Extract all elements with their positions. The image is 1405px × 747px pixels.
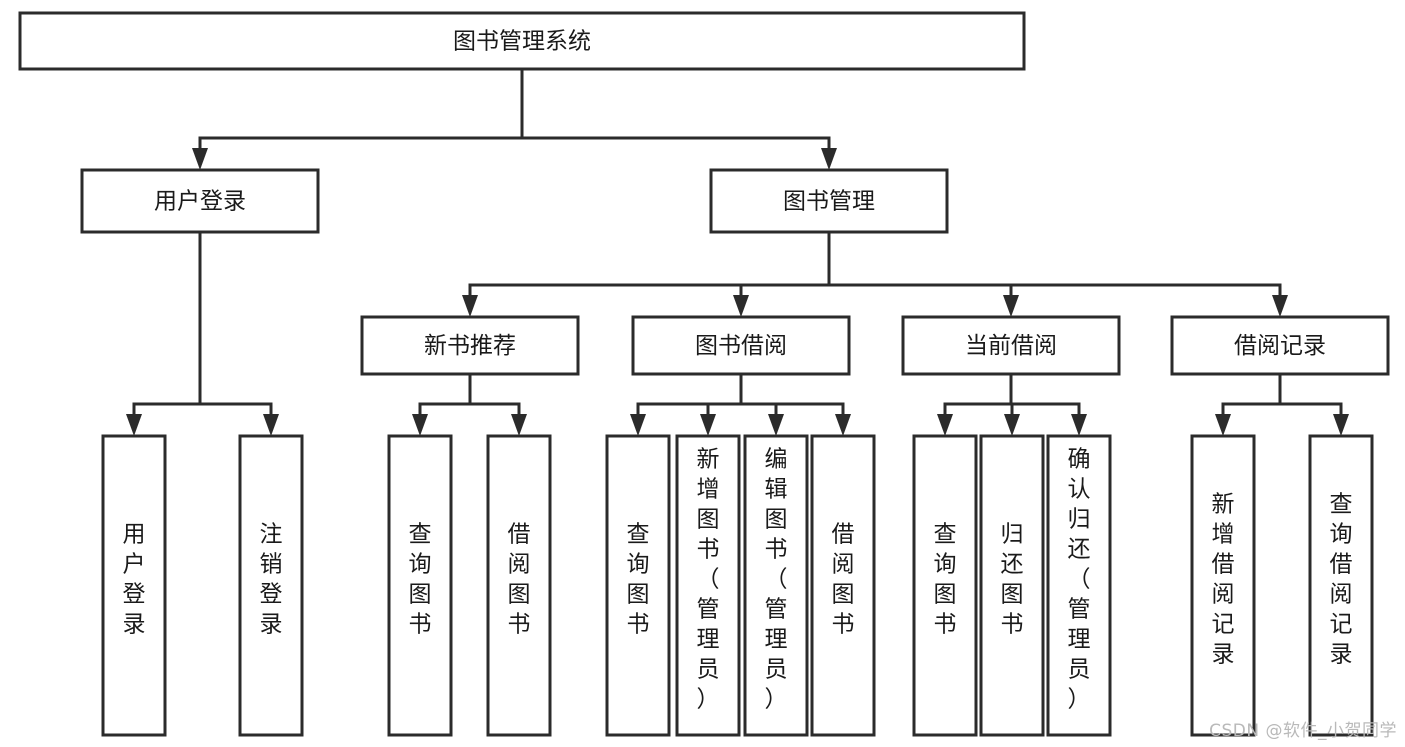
node-label-recommend-borrow-book: 借阅图书 xyxy=(508,522,531,638)
arrow-head-icon xyxy=(192,148,208,170)
node-label-current-confirm-return: 确认归还（管理员） xyxy=(1068,447,1091,713)
node-label-user-login-leaf: 用户登录 xyxy=(123,522,146,638)
node-box-recommend-borrow-book xyxy=(486,434,552,737)
arrow-head-icon xyxy=(700,414,716,436)
node-label-current-query-book: 查询图书 xyxy=(934,522,957,638)
node-box-recommend-query-book xyxy=(387,434,453,737)
node-user-login-leaf[interactable]: 用户登录 xyxy=(101,434,167,737)
node-box-current-borrow xyxy=(901,315,1121,376)
arrow-head-icon xyxy=(768,414,784,436)
node-recommend-borrow-book[interactable]: 借阅图书 xyxy=(486,434,552,737)
arrow-head-icon xyxy=(462,295,478,317)
node-box-borrow-records xyxy=(1170,315,1390,376)
node-label-book-management: 图书管理 xyxy=(783,189,875,215)
node-current-query-book[interactable]: 查询图书 xyxy=(912,434,978,737)
node-current-return-book[interactable]: 归还图书 xyxy=(979,434,1045,737)
arrow-head-icon xyxy=(511,414,527,436)
arrow-head-icon xyxy=(1003,295,1019,317)
node-record-query[interactable]: 查询借阅记录 xyxy=(1308,434,1374,737)
node-box-record-query xyxy=(1308,434,1374,737)
node-box-record-add xyxy=(1190,434,1256,737)
node-label-user-login: 用户登录 xyxy=(154,189,246,215)
node-box-user-logout-leaf xyxy=(238,434,304,737)
node-label-root: 图书管理系统 xyxy=(453,29,591,55)
node-current-confirm-return[interactable]: 确认归还（管理员） xyxy=(1046,434,1112,737)
node-borrow-query-book[interactable]: 查询图书 xyxy=(605,434,671,737)
arrow-head-icon xyxy=(821,148,837,170)
node-box-user-login-leaf xyxy=(101,434,167,737)
node-root[interactable]: 图书管理系统 xyxy=(18,11,1026,71)
node-box-borrow-borrow-book xyxy=(810,434,876,737)
arrow-head-icon xyxy=(835,414,851,436)
node-label-borrow-records: 借阅记录 xyxy=(1234,333,1326,359)
arrow-head-icon xyxy=(937,414,953,436)
node-label-new-book-recommend: 新书推荐 xyxy=(424,333,516,359)
node-box-borrow-query-book xyxy=(605,434,671,737)
node-box-book-management xyxy=(709,168,949,234)
arrow-head-icon xyxy=(630,414,646,436)
node-borrow-borrow-book[interactable]: 借阅图书 xyxy=(810,434,876,737)
arrow-head-icon xyxy=(126,414,142,436)
arrow-head-icon xyxy=(412,414,428,436)
node-label-current-return-book: 归还图书 xyxy=(1001,522,1024,638)
node-label-borrow-add-book: 新增图书（管理员） xyxy=(697,447,720,713)
node-label-record-add: 新增借阅记录 xyxy=(1212,492,1235,668)
node-box-current-query-book xyxy=(912,434,978,737)
node-label-record-query: 查询借阅记录 xyxy=(1330,492,1353,668)
node-label-recommend-query-book: 查询图书 xyxy=(409,522,432,638)
node-book-borrow[interactable]: 图书借阅 xyxy=(631,315,851,376)
node-borrow-records[interactable]: 借阅记录 xyxy=(1170,315,1390,376)
node-box-borrow-add-book xyxy=(675,434,741,737)
node-current-borrow[interactable]: 当前借阅 xyxy=(901,315,1121,376)
node-label-current-borrow: 当前借阅 xyxy=(965,333,1057,359)
node-new-book-recommend[interactable]: 新书推荐 xyxy=(360,315,580,376)
watermark-label: CSDN @软件_小贺同学 xyxy=(1209,721,1397,741)
node-recommend-query-book[interactable]: 查询图书 xyxy=(387,434,453,737)
node-book-management[interactable]: 图书管理 xyxy=(709,168,949,234)
node-user-login[interactable]: 用户登录 xyxy=(80,168,320,234)
node-borrow-edit-book[interactable]: 编辑图书（管理员） xyxy=(743,434,809,737)
node-user-logout-leaf[interactable]: 注销登录 xyxy=(238,434,304,737)
arrow-head-icon xyxy=(733,295,749,317)
node-label-user-logout-leaf: 注销登录 xyxy=(260,522,283,638)
arrow-head-icon xyxy=(1215,414,1231,436)
arrow-head-icon xyxy=(1272,295,1288,317)
node-label-borrow-edit-book: 编辑图书（管理员） xyxy=(765,447,788,713)
node-box-new-book-recommend xyxy=(360,315,580,376)
node-box-current-return-book xyxy=(979,434,1045,737)
node-label-borrow-query-book: 查询图书 xyxy=(627,522,650,638)
arrow-head-icon xyxy=(1071,414,1087,436)
node-label-borrow-borrow-book: 借阅图书 xyxy=(832,522,855,638)
node-borrow-add-book[interactable]: 新增图书（管理员） xyxy=(675,434,741,737)
node-label-book-borrow: 图书借阅 xyxy=(695,333,787,359)
arrow-head-icon xyxy=(1333,414,1349,436)
node-record-add[interactable]: 新增借阅记录 xyxy=(1190,434,1256,737)
node-box-root xyxy=(18,11,1026,71)
arrow-head-icon xyxy=(1004,414,1020,436)
node-box-borrow-edit-book xyxy=(743,434,809,737)
node-box-current-confirm-return xyxy=(1046,434,1112,737)
arrow-head-icon xyxy=(263,414,279,436)
